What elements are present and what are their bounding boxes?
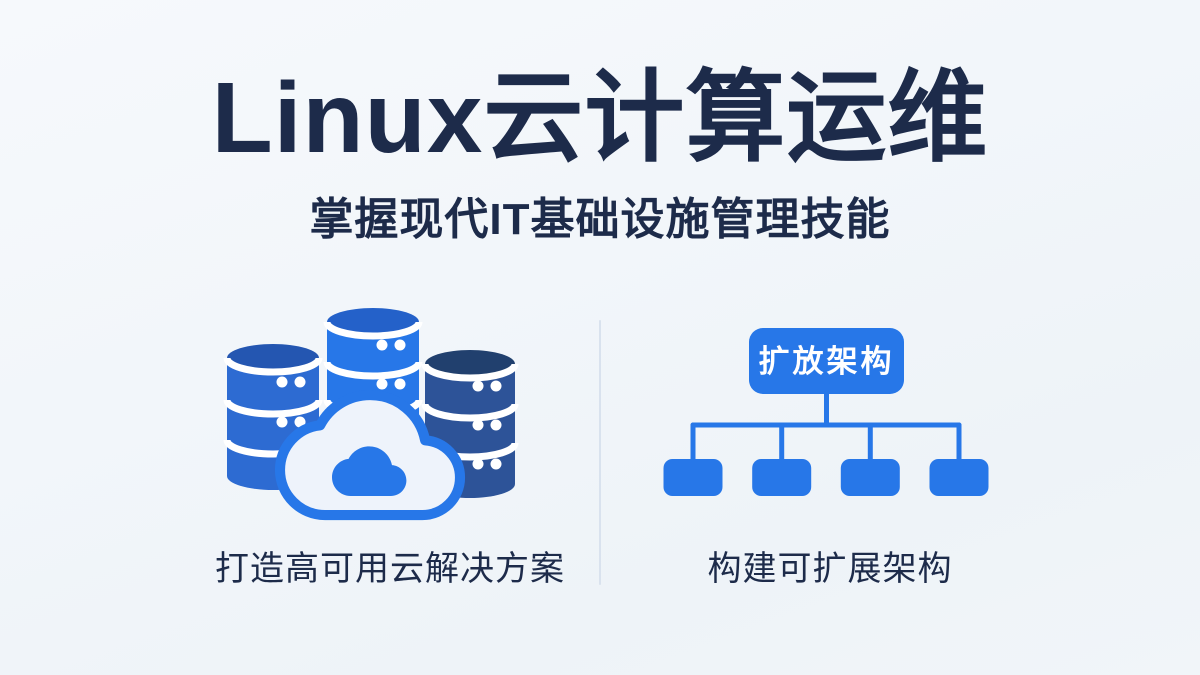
- database-left-icon: [223, 344, 323, 490]
- child-node: [663, 459, 723, 496]
- feature-caption-left: 打造高可用云解决方案: [215, 550, 565, 588]
- child-node: [752, 459, 812, 496]
- child-node: [929, 459, 989, 496]
- cloud-icon: [274, 389, 466, 521]
- page-title: Linux云计算运维: [211, 62, 989, 174]
- root-node-label: 扩放架构: [759, 344, 895, 379]
- diagram-connectors: [690, 391, 962, 462]
- root-node-box: [749, 328, 904, 394]
- child-node: [840, 459, 900, 496]
- feature-caption-right: 构建可扩展架构: [707, 550, 953, 588]
- section-divider: [599, 320, 601, 585]
- cloud-database-icon: [223, 308, 519, 521]
- child-nodes: [663, 459, 989, 496]
- scaling-architecture-diagram: 扩放架构: [663, 328, 989, 496]
- page-subtitle: 掌握现代IT基础设施管理技能: [309, 195, 891, 244]
